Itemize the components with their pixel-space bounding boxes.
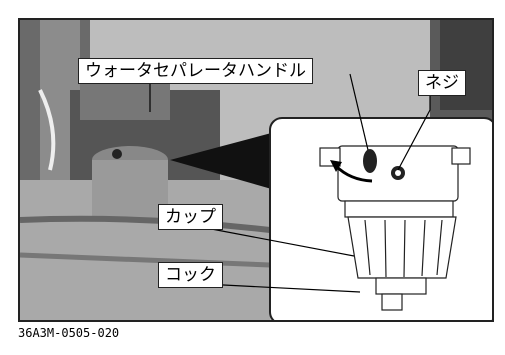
figure-code: 36A3M-0505-020 (18, 326, 120, 340)
label-cup: カップ (158, 204, 223, 230)
label-water-separator-handle: ウォータセパレータハンドル (78, 58, 313, 84)
label-cock: コック (158, 262, 223, 288)
label-screw: ネジ (418, 70, 466, 96)
